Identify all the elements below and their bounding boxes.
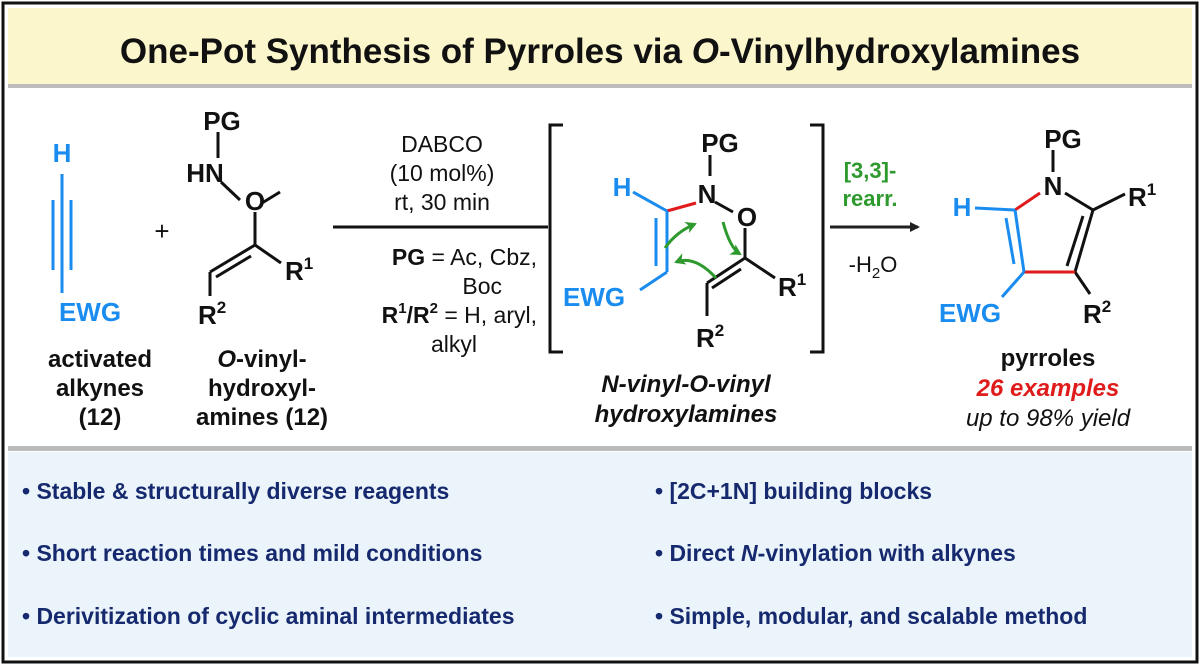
pg-scope-line1: PG = Ac, Cbz, (392, 244, 537, 270)
intermediate-nitrogen-atom: N (698, 179, 717, 209)
r-scope-line2: alkyl (431, 331, 477, 357)
product-label: pyrroles (1001, 345, 1096, 372)
intermediate-oxygen-atom: O (737, 202, 757, 232)
reagent-oxygen-atom: O (245, 186, 265, 216)
feature-left-1: • Stable & structurally diverse reagents (22, 478, 449, 504)
product-r1-group: R1 (1128, 180, 1156, 212)
reagent-r2-group: R2 (198, 298, 226, 330)
features-divider (8, 446, 1192, 451)
intermediate-label-line2: hydroxylamines (595, 401, 778, 428)
reagent-label-line1: O-vinyl- (217, 346, 306, 373)
product-ewg-group: EWG (939, 298, 1001, 328)
alkyne-label-line1: activated (48, 346, 152, 373)
intermediate-structure: PG N O H EWG R1 R2 (563, 128, 806, 353)
reagent-hn-group: HN (186, 158, 224, 188)
pg-scope-line2: Boc (462, 273, 502, 299)
rearrangement-label-line1: [3,3]- (844, 158, 897, 183)
bracket-left (548, 123, 563, 354)
product-r2-group: R2 (1083, 297, 1111, 329)
activated-alkyne-structure: H EWG (51, 138, 121, 327)
pyrrole-structure: PG N H EWG R1 R2 (939, 124, 1156, 329)
intermediate-ewg-group: EWG (563, 282, 625, 312)
o-vinylhydroxylamine-structure: PG HN O R1 R2 (186, 106, 313, 330)
reagent-r1-group: R1 (285, 254, 313, 286)
reaction-time: rt, 30 min (394, 189, 490, 215)
bracket-right (810, 123, 825, 354)
feature-left-3: • Derivitization of cyclic aminal interm… (22, 603, 515, 629)
product-pg-group: PG (1044, 124, 1082, 154)
rearrangement-label-line2: rearr. (842, 186, 897, 211)
intermediate-r1-group: R1 (778, 270, 806, 302)
product-nitrogen-atom: N (1044, 171, 1063, 201)
intermediate-pg-group: PG (701, 128, 739, 158)
reagent-pg-group: PG (203, 106, 241, 136)
plus-sign: + (154, 216, 169, 246)
intermediate-h-atom: H (613, 172, 632, 202)
reagent-label-line2: hydroxyl- (208, 375, 316, 402)
r-scope-line1: R1/R2 = H, aryl, (382, 300, 537, 328)
alkyne-h-atom: H (53, 138, 72, 168)
feature-right-3: • Simple, modular, and scalable method (655, 603, 1087, 629)
feature-right-2: • Direct N-vinylation with alkynes (655, 540, 1016, 566)
alkyne-label-line2: alkynes (56, 375, 144, 402)
title-banner (8, 8, 1192, 87)
title-divider (8, 84, 1192, 88)
feature-right-1: • [2C+1N] building blocks (655, 478, 932, 504)
reagent-label-line3: amines (12) (196, 404, 328, 431)
product-h-atom: H (953, 192, 972, 222)
catalyst-loading: (10 mol%) (390, 160, 495, 186)
product-yield: up to 98% yield (966, 405, 1131, 432)
alkyne-label-line3: (12) (79, 404, 122, 431)
page-title: One-Pot Synthesis of Pyrroles via O-Viny… (120, 32, 1080, 71)
intermediate-label-line1: N-vinyl-O-vinyl (601, 371, 772, 398)
intermediate-r2-group: R2 (696, 321, 724, 353)
catalyst-name: DABCO (401, 131, 483, 157)
features-panel (8, 452, 1192, 657)
product-examples: 26 examples (976, 375, 1120, 402)
feature-left-2: • Short reaction times and mild conditio… (22, 540, 482, 566)
alkyne-ewg-group: EWG (59, 297, 121, 327)
water-loss-label: -H2O (849, 252, 898, 282)
